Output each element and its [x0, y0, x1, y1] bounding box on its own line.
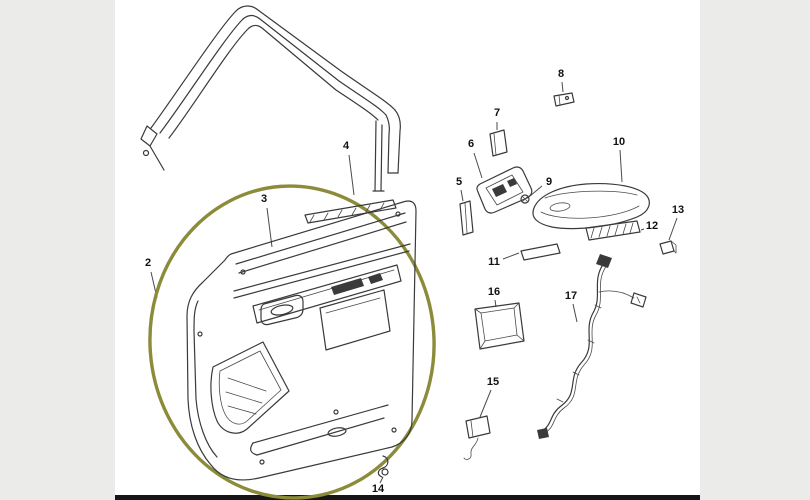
- leader-line-10: [619, 149, 623, 183]
- leader-line-12: [640, 228, 645, 231]
- part-cover-7: [489, 129, 508, 157]
- highlight-ellipse: [148, 184, 436, 500]
- callout-3: 3: [260, 193, 268, 205]
- part-bezel-strip-12: [585, 220, 641, 241]
- callout-15: 15: [486, 376, 500, 388]
- door-trim-panel: [186, 199, 417, 481]
- callout-17: 17: [564, 290, 578, 302]
- leader-line-4: [348, 154, 355, 196]
- part-switch-15: [463, 415, 491, 460]
- leader-lines: [150, 81, 678, 484]
- callout-6: 6: [467, 138, 475, 150]
- leader-line-3: [266, 207, 273, 248]
- part-wiring-harness-17: [537, 254, 647, 439]
- callout-11: 11: [488, 256, 500, 268]
- bottom-edge-bar: [115, 495, 700, 500]
- callout-14: 14: [371, 483, 385, 495]
- leader-line-9: [529, 185, 543, 197]
- callout-4: 4: [342, 140, 350, 152]
- callout-13: 13: [671, 204, 685, 216]
- part-clip-8: [553, 92, 575, 107]
- part-bracket-5: [459, 200, 474, 236]
- callout-9: 9: [545, 176, 553, 188]
- callout-10: 10: [612, 136, 626, 148]
- leader-line-5: [460, 189, 464, 202]
- callout-8: 8: [557, 68, 565, 80]
- callout-7: 7: [493, 107, 501, 119]
- part-strip-11: [520, 243, 561, 261]
- leader-line-13: [668, 217, 678, 241]
- leader-line-17: [572, 303, 578, 323]
- callout-12: 12: [645, 220, 659, 232]
- part-storage-bin-16: [474, 302, 525, 350]
- leader-line-6: [473, 152, 483, 179]
- callout-5: 5: [455, 176, 463, 188]
- leader-line-11: [502, 252, 520, 260]
- callout-2: 2: [144, 257, 152, 269]
- part-switch-bezel-6: [476, 166, 533, 214]
- part-retainer-14: [377, 455, 389, 478]
- part-screw-9: [520, 194, 530, 204]
- part-clip-13: [659, 240, 677, 255]
- part-armrest-10: [532, 182, 650, 230]
- leader-line-15: [479, 389, 492, 418]
- leader-line-14: [379, 476, 384, 484]
- leader-line-8: [561, 81, 564, 93]
- door-frame-outline: [140, 5, 401, 192]
- callout-16: 16: [487, 286, 501, 298]
